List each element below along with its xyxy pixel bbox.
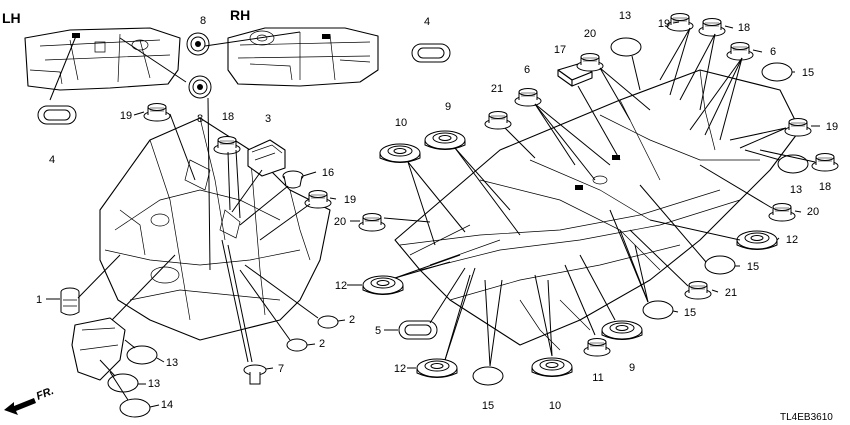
grommet-7 — [243, 364, 267, 385]
callout-19-c: 19 — [658, 18, 670, 30]
grommet-11 — [583, 338, 611, 357]
callout-labels: 8 8 4 4 19 18 3 16 19 20 1 2 2 7 13 13 1… — [36, 10, 838, 412]
grommet-18-c — [811, 153, 839, 172]
floor-body-structure — [394, 69, 801, 351]
callout-12-b: 12 — [394, 363, 406, 375]
grommet-20-top — [576, 53, 604, 72]
patch-2-a — [317, 315, 339, 329]
patch-13-left-a — [126, 345, 158, 365]
grommet-3 — [247, 139, 286, 177]
callout-8-b: 8 — [197, 113, 203, 125]
callout-13-b: 13 — [148, 378, 160, 390]
callout-3: 3 — [265, 113, 271, 125]
callout-7: 7 — [278, 363, 284, 375]
grommet-20-right — [768, 203, 796, 222]
diagram-code: TL4EB3610 — [780, 412, 833, 423]
callout-2-a: 2 — [349, 314, 355, 326]
grommet-1 — [60, 287, 80, 316]
grommet-20-left — [358, 213, 386, 232]
callout-10-b: 10 — [549, 400, 561, 412]
callout-15-d: 15 — [482, 400, 494, 412]
grommet-4-right — [411, 43, 451, 63]
callout-13-d: 13 — [790, 184, 802, 196]
callout-6-b: 6 — [770, 46, 776, 58]
patch-13-top — [610, 37, 642, 57]
rh-dash-panel — [227, 27, 379, 87]
grommet-8-lower — [188, 75, 212, 99]
grommet-6-left — [514, 88, 542, 107]
callout-14: 14 — [161, 399, 173, 411]
callout-5: 5 — [375, 325, 381, 337]
callout-18-b: 18 — [738, 22, 750, 34]
grommet-10-top — [379, 143, 421, 163]
callout-15-b: 15 — [747, 261, 759, 273]
callout-8-a: 8 — [200, 15, 206, 27]
callout-20-top: 20 — [584, 28, 596, 40]
callout-9-b: 9 — [629, 362, 635, 374]
grommet-18-b — [698, 18, 726, 37]
callout-12-a: 12 — [335, 280, 347, 292]
callout-9-a: 9 — [445, 101, 451, 113]
callout-11: 11 — [592, 372, 603, 384]
callout-17: 17 — [554, 44, 566, 56]
patch-15-mid — [704, 255, 736, 275]
grommet-4-left — [37, 105, 77, 125]
patch-15-bottom — [472, 366, 504, 386]
patch-2-b — [286, 338, 308, 352]
callout-19-b: 19 — [344, 194, 356, 206]
grommet-19-a — [143, 103, 171, 122]
grommet-12-bottom — [416, 358, 458, 378]
grommet-8-upper — [186, 32, 210, 56]
lh-dash-panel — [24, 27, 181, 91]
grommet-21-top — [484, 111, 512, 130]
callout-18-a: 18 — [222, 111, 234, 123]
grommet-10-bottom — [531, 357, 573, 377]
grommet-5 — [398, 320, 438, 340]
grommet-17 — [557, 63, 593, 87]
callout-21-a: 21 — [491, 83, 503, 95]
callout-19-d: 19 — [826, 121, 838, 133]
lh-header: LH — [2, 10, 21, 26]
callout-2-b: 2 — [319, 338, 325, 350]
callout-1: 1 — [36, 294, 42, 306]
patch-14 — [119, 398, 151, 418]
callout-20-b: 20 — [807, 206, 819, 218]
grommet-19-d — [784, 118, 812, 137]
grommet-12-left — [362, 275, 404, 295]
grommet-12-right — [736, 230, 778, 250]
label-ticks — [46, 21, 820, 408]
callout-16: 16 — [322, 167, 334, 179]
front-direction-indicator: FR. — [4, 385, 56, 415]
callout-19-a: 19 — [120, 110, 132, 122]
grommet-16 — [282, 170, 304, 189]
callout-4-b: 4 — [49, 154, 55, 166]
callout-4-a: 4 — [424, 16, 430, 28]
callout-15-a: 15 — [802, 67, 814, 79]
grommet-9-top — [424, 130, 466, 150]
leader-lines — [49, 27, 816, 401]
patch-15-top — [761, 62, 793, 82]
callout-21-b: 21 — [725, 287, 737, 299]
callout-20-a: 20 — [334, 216, 346, 228]
rh-header: RH — [230, 7, 250, 23]
grommet-19-c — [666, 13, 694, 32]
callout-13-top: 13 — [619, 10, 631, 22]
grommet-21-bottom — [684, 281, 712, 300]
callout-6-a: 6 — [524, 64, 530, 76]
callout-13-a: 13 — [166, 357, 178, 369]
grommet-9-bottom — [601, 320, 643, 340]
callout-15-c: 15 — [684, 307, 696, 319]
callout-10-a: 10 — [395, 117, 407, 129]
callout-12-c: 12 — [786, 234, 798, 246]
callout-18-c: 18 — [819, 181, 831, 193]
front-label: FR. — [35, 385, 56, 403]
patch-15-low — [642, 300, 674, 320]
grommet-6-right — [726, 42, 754, 61]
